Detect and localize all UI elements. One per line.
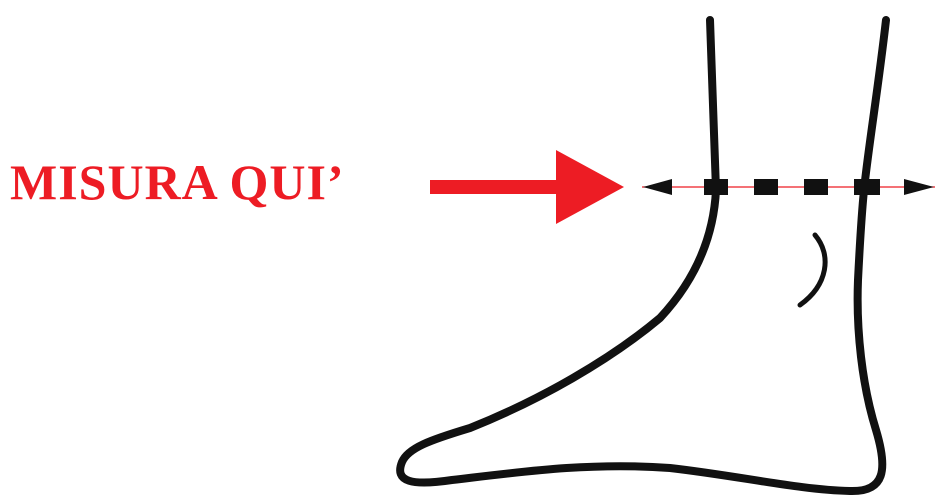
arrow-right-icon <box>430 150 624 224</box>
measure-dash <box>704 179 728 195</box>
ankle-bone-curve <box>800 235 825 305</box>
measure-left-arrowhead <box>643 179 672 195</box>
leg-back-line <box>710 20 716 190</box>
dashed-measuring-line <box>642 179 935 195</box>
measure-right-arrowhead <box>904 179 934 195</box>
foot-outline <box>400 190 882 491</box>
measure-dash <box>804 179 828 195</box>
arrow-shaft <box>430 180 562 194</box>
measure-dash <box>854 179 880 195</box>
foot-ankle-outline <box>400 20 886 491</box>
measure-dash <box>754 179 778 195</box>
leg-front-line <box>864 20 886 190</box>
arrow-head <box>556 150 624 224</box>
